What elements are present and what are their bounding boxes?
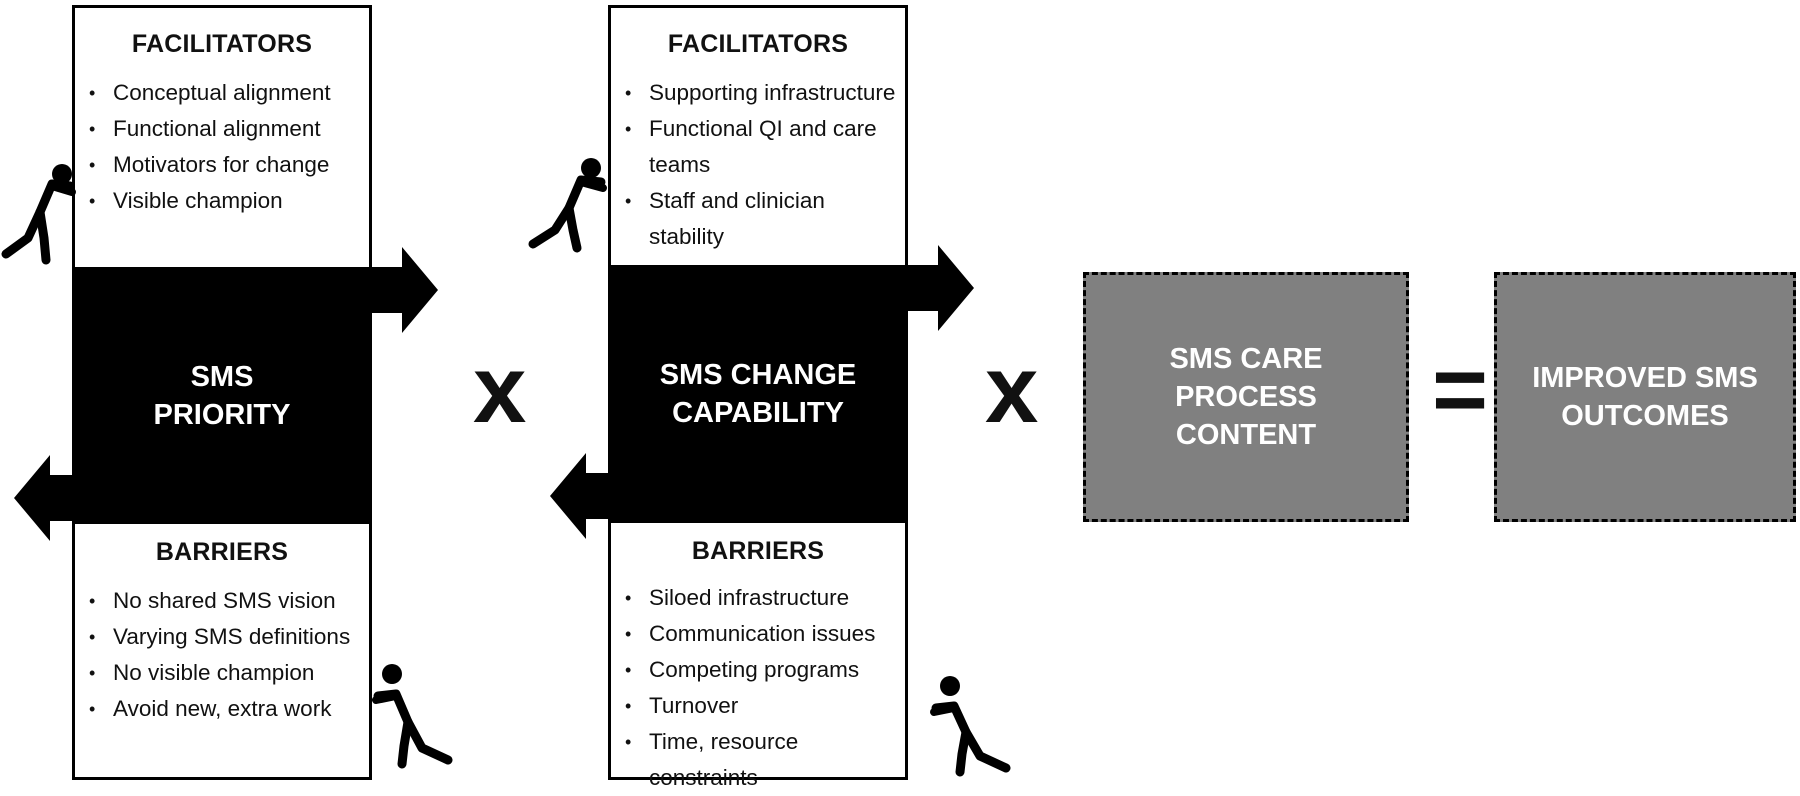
facilitators-panel: FACILITATORS Supporting infrastructure F… [608,5,908,265]
sms-change-capability-block: SMS CHANGE CAPABILITY [608,265,908,523]
equals-operator: = [1432,336,1489,443]
pushing-person-icon [372,664,453,769]
left-arrow-icon [14,455,74,541]
facilitator-item: Staff and clinician stability [625,183,905,255]
core-label-line1: SMS [190,360,254,393]
barriers-panel: BARRIERS Siloed infrastructure Communica… [608,523,908,790]
barrier-item: Turnover [625,688,905,724]
facilitator-item: Conceptual alignment [89,75,369,111]
sms-care-process-content-box: SMS CARE PROCESS CONTENT [1083,272,1409,522]
facilitators-panel: FACILITATORS Conceptual alignment Functi… [72,5,372,267]
barriers-heading: BARRIERS [155,538,289,566]
facilitator-item: Functional QI and care teams [625,111,879,183]
facilitator-item: Motivators for change [89,147,369,183]
facilitator-item: Supporting infrastructure [625,75,905,111]
facilitator-item: Visible champion [89,183,369,219]
pushing-person-icon [528,158,607,253]
barrier-item: Avoid new, extra work [89,691,369,727]
left-arrow-icon [550,453,610,539]
barrier-item: Communication issues [625,616,905,652]
sms-priority-column: FACILITATORS Conceptual alignment Functi… [72,5,372,780]
box-label-line3: CONTENT [1175,419,1317,451]
improved-sms-outcomes-box: IMPROVED SMS OUTCOMES [1494,272,1796,522]
facilitators-heading: FACILITATORS [131,30,313,58]
core-label-line2: PRIORITY [153,398,291,431]
barrier-item: No visible champion [89,655,369,691]
pushing-person-icon [930,676,1011,777]
multiply-operator: x [473,336,527,443]
box-label-line1: SMS CARE [1169,343,1323,375]
sms-priority-block: SMS PRIORITY [72,267,372,524]
pushing-person-icon [1,164,76,265]
sms-change-capability-column: FACILITATORS Supporting infrastructure F… [608,5,908,790]
right-arrow-icon [372,247,438,333]
right-arrow-icon [908,245,974,331]
barriers-panel: BARRIERS No shared SMS vision Varying SM… [72,524,372,780]
barrier-item: Time, resource constraints [625,724,905,796]
barrier-item: Siloed infrastructure [625,580,905,616]
barrier-item: Competing programs [625,652,905,688]
box-label-line2: OUTCOMES [1561,400,1729,432]
barrier-item: Varying SMS definitions [89,619,369,655]
box-label-line2: PROCESS [1175,381,1317,413]
barrier-item: No shared SMS vision [89,583,369,619]
core-label-line2: CAPABILITY [672,397,844,429]
multiply-operator: x [985,336,1039,443]
facilitator-item: Functional alignment [89,111,369,147]
barriers-heading: BARRIERS [691,537,825,565]
facilitators-heading: FACILITATORS [667,30,849,58]
box-label-line1: IMPROVED SMS [1532,362,1758,394]
core-label-line1: SMS CHANGE [659,359,857,391]
